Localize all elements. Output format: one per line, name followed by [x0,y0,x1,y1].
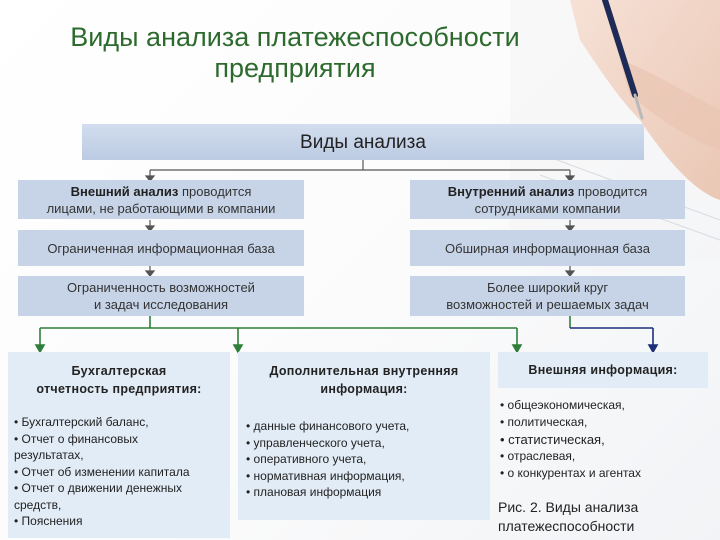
arrow-to-internal [232,344,244,354]
external-list: • общеэкономическая, • политическая, • с… [500,397,705,482]
list-item: • Отчет о финансовых [14,431,139,446]
list-item: • Пояснения [14,514,83,528]
accounting-reports-panel: Бухгалтерская отчетность предприятия: • … [8,352,230,538]
list-item: средств, [14,497,62,512]
accounting-title-line1: Бухгалтерская [71,364,167,378]
list-item: • Отчет об изменении капитала [14,464,190,479]
internal-info-panel: Дополнительная внутренняя информация: • … [238,352,490,520]
list-item: • политическая, [500,415,588,429]
list-item: • статистическая, [500,432,605,447]
analysis-types-header: Виды анализа [82,124,644,160]
list-item: • данные финансового учета, [246,419,410,433]
arrow-right-1 [564,175,576,182]
limited-opportunities-box: Ограниченность возможностей и задач иссл… [18,276,304,316]
list-item: • Бухгалтерский баланс, [14,415,149,429]
arrow-to-accounting [34,344,46,354]
external-analysis-box: Внешний анализ проводится лицами, не раб… [18,180,304,219]
list-item: • отраслевая, [500,449,576,463]
arrow-right-3 [564,270,576,277]
wider-opportunities-line1: Более широкий круг [486,280,609,295]
list-item: • Отчет о движении денежных [14,481,182,495]
list-item: результатах, [14,448,84,462]
internal-title-line1: Дополнительная внутренняя [269,364,459,378]
list-item: • о конкурентах и агентах [500,466,641,480]
list-item: • нормативная информация, [246,468,405,483]
page-title-line2: предприятия [214,53,376,83]
arrow-left-1 [144,175,156,182]
arrow-right-2 [564,225,576,232]
caption-line2: платежеспособности [498,518,635,534]
arrow-navy [647,344,659,354]
internal-analysis-box: Внутренний анализ проводится сотрудникам… [410,180,685,219]
external-analysis-bold: Внешний анализ [70,183,179,199]
page-title: Виды анализа платежеспособности предприя… [0,22,590,84]
accounting-list: • Бухгалтерский баланс, • Отчет о финанс… [14,414,224,530]
arrow-left-3 [144,270,156,277]
limited-opportunities-line1: Ограниченность возможностей [67,280,255,295]
limited-opportunities-line2: и задач исследования [93,297,229,312]
caption-line1: Рис. 2. Виды анализа [498,499,639,515]
accounting-panel-title: Бухгалтерская отчетность предприятия: [14,362,224,398]
external-panel-title: Внешняя информация: [528,363,678,377]
list-item: • управленческого учета, [246,435,385,450]
arrow-to-external [511,344,523,354]
internal-panel-title: Дополнительная внутренняя информация: [246,362,482,398]
list-item: • общеэкономическая, [500,398,625,412]
wider-opportunities-line2: возможностей и решаемых задач [446,297,649,312]
internal-title-line2: информация: [320,382,408,396]
external-analysis-rest: проводится [178,183,252,199]
figure-caption: Рис. 2. Виды анализа платежеспособности [498,498,698,536]
wider-opportunities-box: Более широкий круг возможностей и решаем… [410,276,685,316]
list-item: • оперативного учета, [246,452,367,466]
arrow-left-2 [144,225,156,232]
internal-list: • данные финансового учета, • управленче… [246,418,482,501]
accounting-title-line2: отчетность предприятия: [36,382,202,396]
internal-analysis-rest: проводится [574,183,648,199]
internal-analysis-line2: сотрудниками компании [474,200,621,216]
external-analysis-line2: лицами, не работающими в компании [46,200,276,216]
extensive-info-base-box: Обширная информационная база [410,230,685,266]
list-item: • плановая информация [246,485,382,499]
internal-analysis-bold: Внутренний анализ [447,183,575,199]
limited-info-base-box: Ограниченная информационная база [18,230,304,266]
page-title-line1: Виды анализа платежеспособности [70,22,520,52]
external-info-panel-header: Внешняя информация: [498,352,708,388]
